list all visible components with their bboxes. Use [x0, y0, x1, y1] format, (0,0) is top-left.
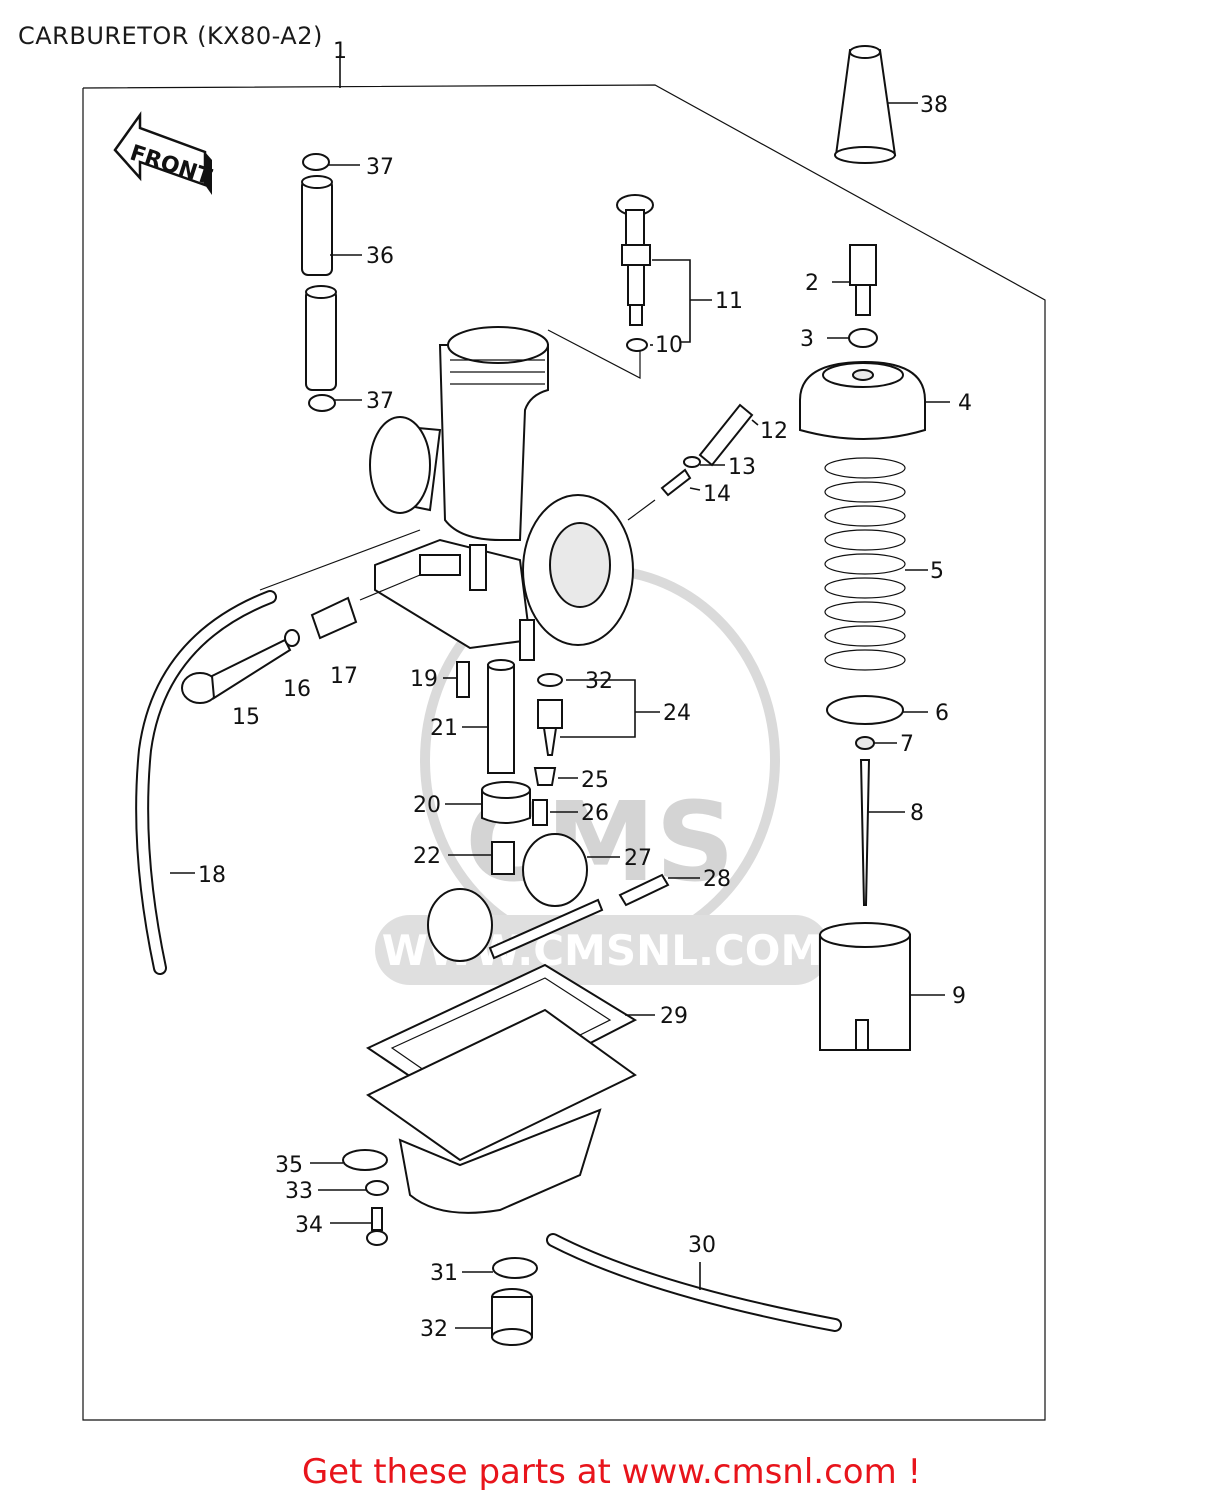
exploded-parts-diagram: CMS WWW.CMSNL.COM FRONT — [82, 39, 1046, 1421]
callout-34: 34 — [295, 1213, 323, 1238]
callout-38: 38 — [920, 93, 948, 118]
part-25-clip — [533, 767, 557, 786]
part-37-clip-top — [302, 153, 330, 171]
callout-14: 14 — [703, 482, 731, 507]
part-37-clip-bottom — [308, 394, 336, 412]
callout-22: 22 — [413, 844, 441, 869]
callout-15: 15 — [232, 705, 260, 730]
part-27-float — [427, 833, 604, 962]
callout-28: 28 — [703, 867, 731, 892]
part-28-float-pin — [618, 873, 670, 907]
part-4-mixing-chamber-cap — [799, 360, 926, 440]
part-31-o-ring — [492, 1257, 538, 1279]
callout-9: 9 — [952, 984, 966, 1009]
callout-3: 3 — [800, 327, 814, 352]
part-17-spring — [310, 596, 358, 640]
part-35-plate — [342, 1149, 388, 1171]
callout-1: 1 — [333, 39, 347, 64]
part-36-tubes — [301, 175, 337, 391]
part-12-cable-adjuster — [698, 403, 754, 467]
part-18-overflow-hose — [135, 590, 277, 975]
part-33-washer — [365, 1180, 389, 1196]
callout-5: 5 — [930, 559, 944, 584]
callout-20: 20 — [413, 793, 441, 818]
part-21-needle-jet — [487, 659, 515, 774]
part-3-nut — [848, 328, 878, 348]
callout-32-top: 32 — [585, 669, 613, 694]
callout-8: 8 — [910, 801, 924, 826]
callout-21: 21 — [430, 716, 458, 741]
part-20-jet-holder — [481, 781, 531, 824]
part-30-vent-hose — [546, 1233, 842, 1332]
callout-27: 27 — [624, 846, 652, 871]
part-13-o-ring — [683, 456, 701, 468]
callout-31: 31 — [430, 1261, 458, 1286]
part-11-screw-assembly — [616, 194, 654, 326]
callout-33: 33 — [285, 1179, 313, 1204]
part-float-bowl — [366, 1008, 637, 1214]
callout-12: 12 — [760, 419, 788, 444]
assembly-guide-lines — [259, 329, 656, 601]
callout-25: 25 — [581, 768, 609, 793]
callout-37-bottom: 37 — [366, 389, 394, 414]
callout-2: 2 — [805, 271, 819, 296]
callout-36: 36 — [366, 244, 394, 269]
callout-17: 17 — [330, 664, 358, 689]
callout-10: 10 — [655, 333, 683, 358]
callout-26: 26 — [581, 801, 609, 826]
part-7-clip — [855, 736, 875, 750]
part-32-drain-plug — [491, 1288, 533, 1346]
part-16-washer — [284, 629, 300, 647]
part-24-needle-valve — [537, 673, 563, 756]
callout-24: 24 — [663, 701, 691, 726]
part-9-throttle-valve — [819, 922, 911, 1051]
part-22-main-jet — [491, 841, 515, 875]
callout-4: 4 — [958, 391, 972, 416]
front-arrow-icon: FRONT — [113, 111, 214, 195]
part-15-air-screw — [181, 638, 292, 704]
part-14-spring — [660, 468, 692, 497]
part-8-jet-needle — [859, 759, 871, 906]
callout-16: 16 — [283, 677, 311, 702]
kit-boundary-frame — [82, 84, 1046, 1421]
callout-7: 7 — [900, 732, 914, 757]
part-2-adjuster — [849, 244, 877, 316]
callout-18: 18 — [198, 863, 226, 888]
footer-link-text[interactable]: Get these parts at www.cmsnl.com ! — [301, 1452, 922, 1492]
diagram-title: CARBURETOR (KX80-A2) — [18, 22, 323, 50]
callout-37-top: 37 — [366, 155, 394, 180]
callout-11: 11 — [715, 289, 743, 314]
part-5-spring — [824, 457, 906, 671]
callout-29: 29 — [660, 1004, 688, 1029]
part-38-rubber-cap — [834, 45, 897, 164]
part-19-pilot-jet — [456, 661, 470, 698]
part-6-retainer-plate — [826, 695, 904, 725]
callout-32-bottom: 32 — [420, 1317, 448, 1342]
part-10-o-ring — [626, 338, 648, 352]
part-1-carburetor-body — [369, 326, 634, 661]
callout-19: 19 — [410, 667, 438, 692]
callout-30: 30 — [688, 1233, 716, 1258]
part-26-pin — [532, 799, 548, 826]
callout-6: 6 — [935, 701, 949, 726]
part-34-screw — [366, 1207, 388, 1246]
callout-13: 13 — [728, 455, 756, 480]
callout-leader-lines — [170, 102, 950, 1329]
callout-35: 35 — [275, 1153, 303, 1178]
